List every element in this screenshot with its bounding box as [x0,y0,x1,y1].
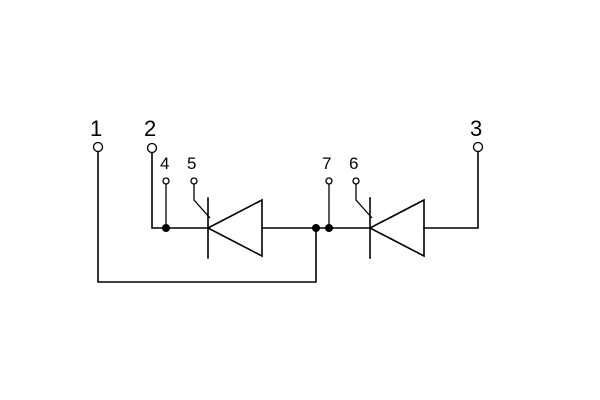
junction-pin7 [325,224,333,232]
terminal-4-circle [162,177,170,185]
terminal-7: 7 [322,154,333,185]
pin-label-7: 7 [322,154,331,173]
junctions [162,224,333,232]
pin-label-1: 1 [90,116,102,141]
wire-pin2 [151,152,167,229]
thyristor-1-triangle [206,198,263,258]
terminal-1: 1 [90,116,104,153]
pin-label-6: 6 [349,154,358,173]
terminal-3: 3 [470,116,484,153]
wires [97,151,479,283]
wire-pin1-to-midpoint [97,151,317,283]
wire-gate6 [355,184,373,219]
junction-pin4 [162,224,170,232]
terminal-5: 5 [187,154,198,185]
wire-gate5 [193,184,211,219]
thyristor-1 [206,197,263,259]
terminal-2-circle [146,142,158,154]
terminal-2: 2 [144,116,158,154]
pin-label-5: 5 [187,154,196,173]
pin-label-4: 4 [160,154,169,173]
terminal-6: 6 [349,154,360,185]
thyristor-2-triangle [368,198,425,258]
terminal-7-circle [325,177,333,185]
terminal-5-circle [190,177,198,185]
terminal-6-circle [352,177,360,185]
thyristor-2 [368,197,425,259]
wire-pin3 [423,151,479,229]
terminal-4: 4 [160,154,170,185]
junction-pin1 [312,224,320,232]
terminal-3-circle [472,141,484,153]
pin-label-2: 2 [144,116,156,141]
terminal-1-circle [92,141,104,153]
pin-label-3: 3 [470,116,482,141]
